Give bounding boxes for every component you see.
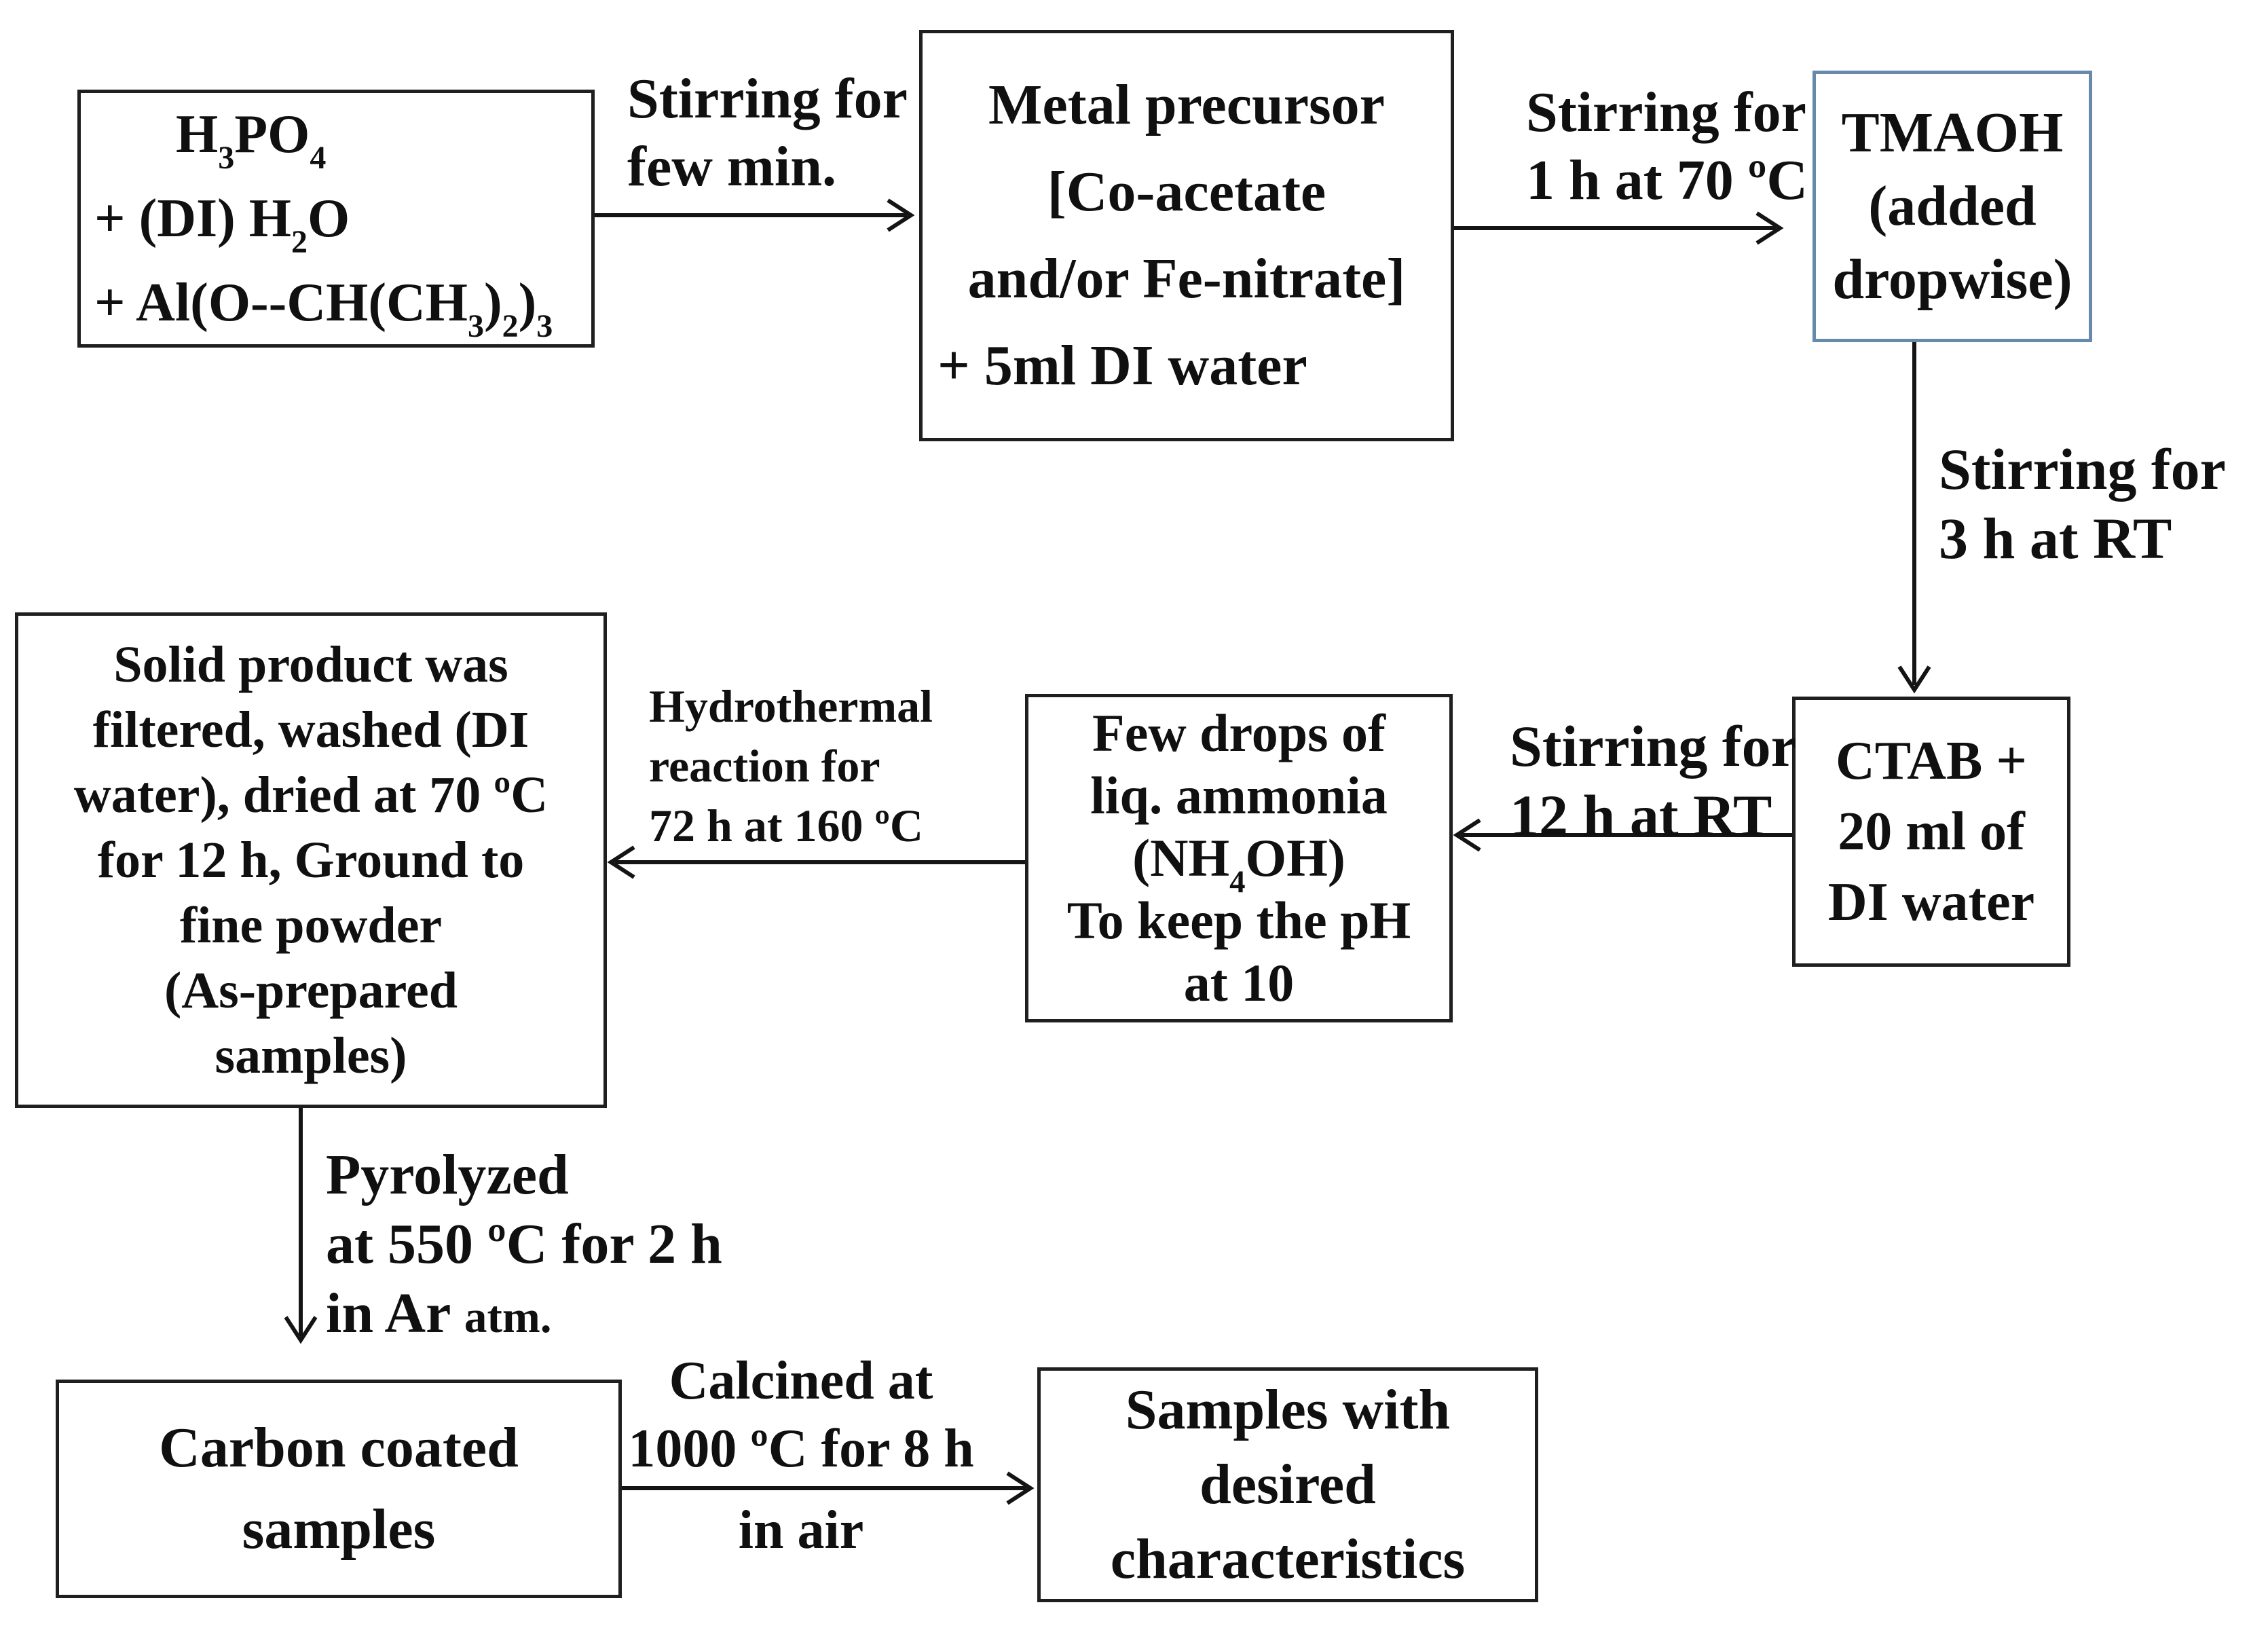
- text-line: and/or Fe-nitrate]: [967, 247, 1406, 310]
- arrow-left-icon: [607, 845, 1025, 879]
- text-line: characteristics: [1110, 1528, 1466, 1591]
- text-line: Stirring for: [1939, 437, 2226, 502]
- box-reagents: H3PO4 + (DI) H2O + Al(O--CH(CH3)2)3: [77, 90, 595, 348]
- text-line: (added: [1868, 174, 2037, 238]
- text-line: filtered, washed (DI: [92, 701, 529, 758]
- text-line: (NH4OH): [1132, 828, 1345, 900]
- text-line: at 10: [1183, 953, 1295, 1012]
- text-line: Samples with: [1125, 1378, 1451, 1441]
- text-line: DI water: [1827, 872, 2035, 932]
- text-line: + Al(O--CH(CH3)2)3: [94, 273, 553, 345]
- text-line: + 5ml DI water: [937, 334, 1307, 397]
- text-line: TMAOH: [1841, 101, 2064, 164]
- text-line: samples: [242, 1498, 436, 1561]
- arrow-down-icon: [284, 1108, 318, 1344]
- arrow-right-icon: [595, 198, 915, 232]
- box-tmaoh: TMAOH (added dropwise): [1812, 71, 2092, 342]
- text-line: for 12 h, Ground to: [97, 832, 525, 889]
- text-line: reaction for: [649, 740, 880, 792]
- text-line: To keep the pH: [1066, 891, 1411, 950]
- text-line: + (DI) H2O: [94, 189, 350, 261]
- arrow-right-icon: [622, 1471, 1035, 1505]
- text-line: in Ar atm.: [326, 1282, 552, 1345]
- text-line: Stirring for: [1526, 81, 1806, 144]
- text-line: Stirring for: [1510, 714, 1797, 779]
- text-line: fine powder: [179, 897, 443, 954]
- text-line: 20 ml of: [1838, 802, 2025, 862]
- arrow-down-icon: [1897, 342, 1931, 694]
- text-line: water), dried at 70 ºC: [73, 766, 549, 824]
- text-line: desired: [1200, 1453, 1376, 1516]
- box-carbon-coated: Carbon coated samples: [56, 1380, 622, 1598]
- box-ctab: CTAB + 20 ml of DI water: [1792, 697, 2070, 967]
- text-line: 1000 ºC for 8 h: [628, 1419, 974, 1479]
- box-solid-product: Solid product was filtered, washed (DI wat…: [15, 612, 607, 1108]
- text-line: 3 h at RT: [1939, 506, 2172, 571]
- text-line: 12 h at RT: [1510, 783, 1772, 848]
- text-line: 72 h at 160 ºC: [649, 800, 924, 851]
- text-line: Pyrolyzed: [326, 1143, 569, 1206]
- text-line: few min.: [627, 135, 836, 198]
- text-line: 1 h at 70 ºC: [1526, 149, 1808, 212]
- text-line: CTAB +: [1836, 731, 2027, 791]
- text-line: in air: [738, 1500, 864, 1560]
- text-line: liq. ammonia: [1090, 766, 1388, 825]
- arrow-left-icon: [1453, 818, 1792, 852]
- text-line: Calcined at: [669, 1351, 933, 1411]
- text-line: Carbon coated: [159, 1416, 519, 1479]
- text-line: Few drops of: [1092, 703, 1386, 762]
- label-calcination-below: in air: [611, 1496, 991, 1564]
- text-line: [Co-acetate: [1047, 160, 1326, 223]
- arrow-right-icon: [1454, 211, 1784, 245]
- text-line: at 550 ºC for 2 h: [326, 1213, 722, 1276]
- box-metal-precursor: Metal precursor [Co-acetate and/or Fe-nitr…: [919, 30, 1454, 441]
- text-line: (As-prepared: [164, 962, 458, 1019]
- text-line: Metal precursor: [988, 73, 1385, 136]
- text-line: Solid product was: [113, 636, 508, 693]
- text-line: Hydrothermal: [649, 680, 933, 732]
- text-line: dropwise): [1832, 248, 2072, 311]
- text-line: samples): [215, 1027, 407, 1084]
- text-line: H3PO4: [176, 105, 327, 177]
- label-hydrothermal: Hydrothermal reaction for 72 h at 160 ºC: [649, 676, 933, 855]
- label-calcination-above: Calcined at 1000 ºC for 8 h: [611, 1347, 991, 1483]
- text-line: Stirring for: [627, 67, 908, 130]
- box-final-samples: Samples with desired characteristics: [1037, 1367, 1538, 1602]
